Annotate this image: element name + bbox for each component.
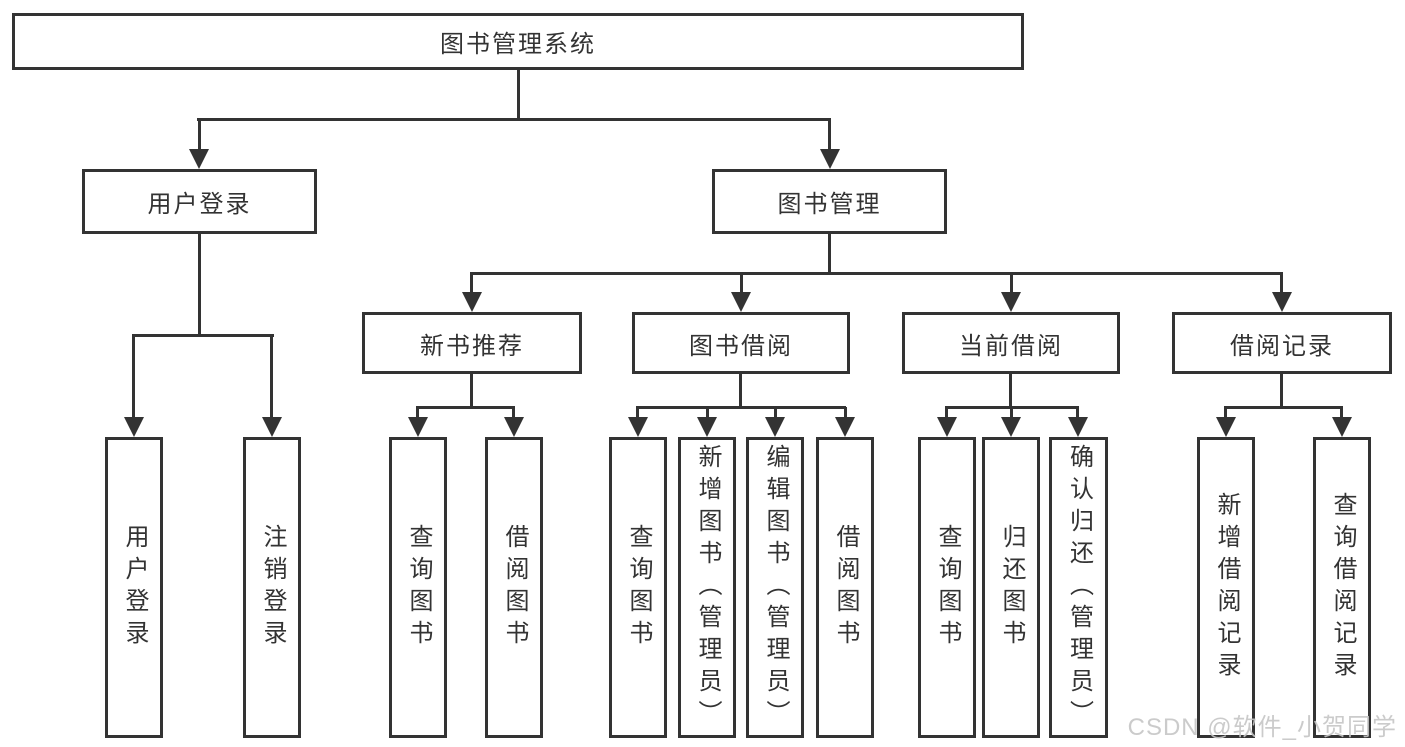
arrowhead-down-icon [937,417,957,437]
arrowhead-down-icon [1332,417,1352,437]
connector-line [774,407,777,421]
connector-line [132,334,274,337]
connector-line [198,119,201,155]
node-user-login: 用户登录 [82,169,317,234]
connector-line [1010,407,1013,421]
node-confirm-return-admin: 确认归还（管理员） [1049,437,1108,738]
node-book-management-label: 图书管理 [777,191,882,218]
connector-line [132,335,135,421]
connector-line [512,407,515,421]
connector-line [1224,406,1343,409]
node-root-label: 图书管理系统 [440,31,596,58]
node-user-login-leaf: 用户登录 [105,437,163,738]
connector-line [1076,407,1079,421]
arrowhead-down-icon [628,417,648,437]
node-logout: 注销登录 [243,437,301,738]
csdn-watermark: CSDN @软件_小贺同学 [1127,714,1397,741]
connector-line [270,335,273,421]
arrowhead-down-icon [408,417,428,437]
node-borrow-books-2-label: 借阅图书 [832,523,859,652]
arrowhead-down-icon [1001,417,1021,437]
node-return-book: 归还图书 [982,437,1040,738]
node-edit-book-admin-label: 编辑图书（管理员） [762,443,789,732]
arrowhead-down-icon [835,417,855,437]
node-edit-book-admin: 编辑图书（管理员） [746,437,804,738]
connector-line [1224,407,1227,421]
connector-line [1280,273,1283,296]
node-current-borrow: 当前借阅 [902,312,1120,374]
connector-line [1009,373,1012,408]
connector-line [1280,373,1283,408]
connector-line [828,233,831,274]
connector-line [517,69,520,120]
connector-line [1340,407,1343,421]
arrowhead-down-icon [124,417,144,437]
arrowhead-down-icon [820,149,840,169]
node-query-borrow-record-label: 查询借阅记录 [1329,491,1356,684]
node-confirm-return-admin-label: 确认归还（管理员） [1065,443,1093,732]
arrowhead-down-icon [1001,292,1021,312]
node-add-book-admin-label: 新增图书（管理员） [694,443,721,732]
connector-line [470,272,1283,275]
node-query-books-3: 查询图书 [918,437,976,738]
connector-line [636,406,846,409]
node-new-book-recommend: 新书推荐 [362,312,582,374]
arrowhead-down-icon [1272,292,1292,312]
arrowhead-down-icon [731,292,751,312]
connector-line [636,407,639,421]
node-user-login-leaf-label: 用户登录 [121,523,148,652]
node-query-books-2-label: 查询图书 [625,523,652,652]
node-query-books-2: 查询图书 [609,437,667,738]
connector-line [740,273,743,296]
connector-line [1010,273,1013,296]
arrowhead-down-icon [504,417,524,437]
connector-line [844,407,847,421]
arrowhead-down-icon [697,417,717,437]
node-borrow-books-1: 借阅图书 [485,437,543,738]
node-book-borrow: 图书借阅 [632,312,850,374]
node-user-login-label: 用户登录 [147,191,252,218]
arrowhead-down-icon [462,292,482,312]
node-current-borrow-label: 当前借阅 [959,332,1063,360]
connector-line [739,373,742,408]
node-book-borrow-label: 图书借阅 [689,332,793,360]
connector-line [470,273,473,296]
connector-line [945,407,948,421]
arrowhead-down-icon [262,417,282,437]
connector-line [706,407,709,421]
arrowhead-down-icon [1216,417,1236,437]
connector-line [828,119,831,155]
arrowhead-down-icon [189,149,209,169]
connector-line [197,118,831,121]
arrowhead-down-icon [765,417,785,437]
node-book-management: 图书管理 [712,169,947,234]
connector-line [198,233,201,336]
node-add-book-admin: 新增图书（管理员） [678,437,736,738]
connector-line [470,373,473,408]
connector-line [416,407,419,421]
node-borrow-books-1-label: 借阅图书 [501,523,528,652]
node-query-books-1-label: 查询图书 [405,523,432,652]
node-return-book-label: 归还图书 [998,523,1025,652]
node-borrow-books-2: 借阅图书 [816,437,874,738]
arrowhead-down-icon [1068,417,1088,437]
node-query-borrow-record: 查询借阅记录 [1313,437,1371,738]
node-query-books-3-label: 查询图书 [934,523,961,652]
node-query-books-1: 查询图书 [389,437,447,738]
node-add-borrow-record-label: 新增借阅记录 [1213,491,1240,684]
node-logout-label: 注销登录 [259,523,286,652]
node-new-book-recommend-label: 新书推荐 [420,332,524,360]
connector-line [416,406,515,409]
node-add-borrow-record: 新增借阅记录 [1197,437,1255,738]
node-borrow-records: 借阅记录 [1172,312,1392,374]
node-borrow-records-label: 借阅记录 [1230,332,1334,360]
node-root: 图书管理系统 [12,13,1024,70]
